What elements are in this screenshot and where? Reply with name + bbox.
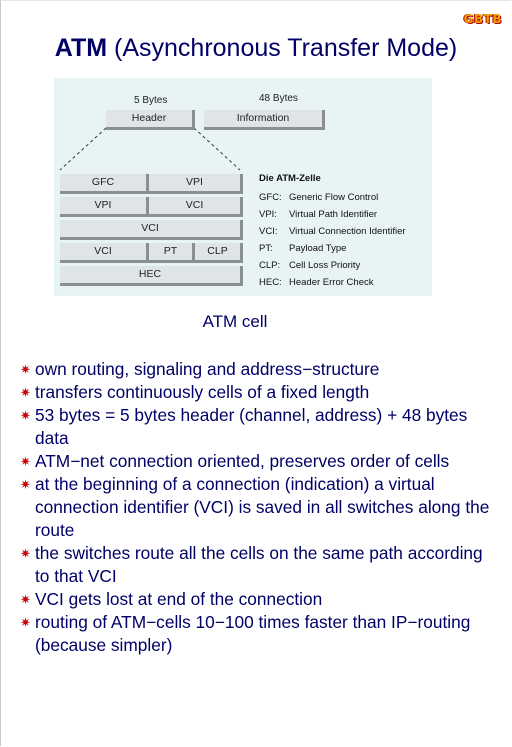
cell-pt: PT	[149, 243, 195, 263]
legend-desc: Cell Loss Priority	[289, 260, 361, 271]
bullet-star-icon: ✷	[20, 546, 31, 561]
legend-desc: Header Error Check	[289, 277, 374, 288]
title-expansion: (Asynchronous Transfer Mode)	[107, 34, 458, 62]
cell-clp: CLP	[195, 243, 243, 263]
bullet-star-icon: ✷	[20, 385, 31, 400]
bullet-star-icon: ✷	[20, 408, 31, 423]
bullet-text: the switches route all the cells on the …	[35, 543, 483, 586]
logo: GBTB	[463, 12, 502, 26]
legend-item: CLP: Cell Loss Priority	[259, 260, 360, 271]
legend-key: PT:	[259, 243, 273, 254]
list-item: ✷ at the beginning of a connection (indic…	[20, 473, 500, 542]
legend-item: VPI: Virtual Path Identifier	[259, 209, 377, 220]
bullet-star-icon: ✷	[20, 454, 31, 469]
list-item: ✷ VCI gets lost at end of the connection	[20, 588, 500, 611]
title-acronym: ATM	[54, 34, 108, 62]
legend-item: GFC: Generic Flow Control	[259, 192, 378, 203]
cell-gfc: GFC	[60, 174, 149, 194]
bullet-text: 53 bytes = 5 bytes header (channel, addr…	[35, 405, 468, 448]
bullet-star-icon: ✷	[20, 615, 31, 630]
bullet-text: VCI gets lost at end of the connection	[35, 589, 323, 609]
legend-desc: Virtual Connection Identifier	[289, 226, 406, 237]
cell-vpi: VPI	[149, 174, 243, 194]
header-block: Header	[106, 110, 195, 130]
legend-key: VCI:	[259, 226, 278, 237]
legend-key: GFC:	[259, 192, 282, 203]
page-title: ATM (Asynchronous Transfer Mode)	[0, 34, 512, 63]
cell-vci: VCI	[60, 220, 243, 240]
bullet-text: at the beginning of a connection (indica…	[35, 474, 490, 540]
cell-hec: HEC	[60, 266, 243, 286]
list-item: ✷ routing of ATM−cells 10−100 times faste…	[20, 611, 500, 657]
information-block: Information	[204, 110, 325, 130]
bullet-text: ATM−net connection oriented, preserves o…	[35, 451, 450, 471]
list-item: ✷ transfers continuously cells of a fixed…	[20, 381, 500, 404]
cell-vci: VCI	[60, 243, 149, 263]
legend-title: Die ATM-Zelle	[259, 173, 321, 184]
diagram-lines	[59, 127, 241, 171]
list-item: ✷ own routing, signaling and address−stru…	[20, 358, 500, 381]
legend-key: VPI:	[259, 209, 277, 220]
legend-key: HEC:	[259, 277, 282, 288]
header-size-label: 5 Bytes	[134, 95, 168, 106]
bullet-star-icon: ✷	[20, 477, 31, 492]
bullet-star-icon: ✷	[20, 362, 31, 377]
legend-desc: Generic Flow Control	[289, 192, 379, 203]
legend-desc: Virtual Path Identifier	[289, 209, 378, 220]
legend-item: HEC: Header Error Check	[259, 277, 373, 288]
bullet-list: ✷ own routing, signaling and address−stru…	[20, 358, 500, 657]
legend-item: VCI: Virtual Connection Identifier	[259, 226, 406, 237]
cell-vpi: VPI	[60, 197, 149, 217]
bullet-text: routing of ATM−cells 10−100 times faster…	[35, 612, 471, 655]
list-item: ✷ the switches route all the cells on the…	[20, 542, 500, 588]
atm-cell-diagram: 5 Bytes 48 Bytes Header Information GFC …	[54, 78, 432, 296]
figure-caption: ATM cell	[202, 312, 268, 331]
legend-item: PT: Payload Type	[259, 243, 346, 254]
legend-key: CLP:	[259, 260, 281, 271]
list-item: ✷ ATM−net connection oriented, preserves …	[20, 450, 500, 473]
info-size-label: 48 Bytes	[259, 93, 298, 104]
legend-desc: Payload Type	[289, 243, 347, 254]
bullet-star-icon: ✷	[20, 592, 31, 607]
bullet-text: transfers continuously cells of a fixed …	[35, 382, 370, 402]
list-item: ✷ 53 bytes = 5 bytes header (channel, add…	[20, 404, 500, 450]
cell-vci: VCI	[149, 197, 243, 217]
bullet-text: own routing, signaling and address−struc…	[35, 359, 380, 379]
